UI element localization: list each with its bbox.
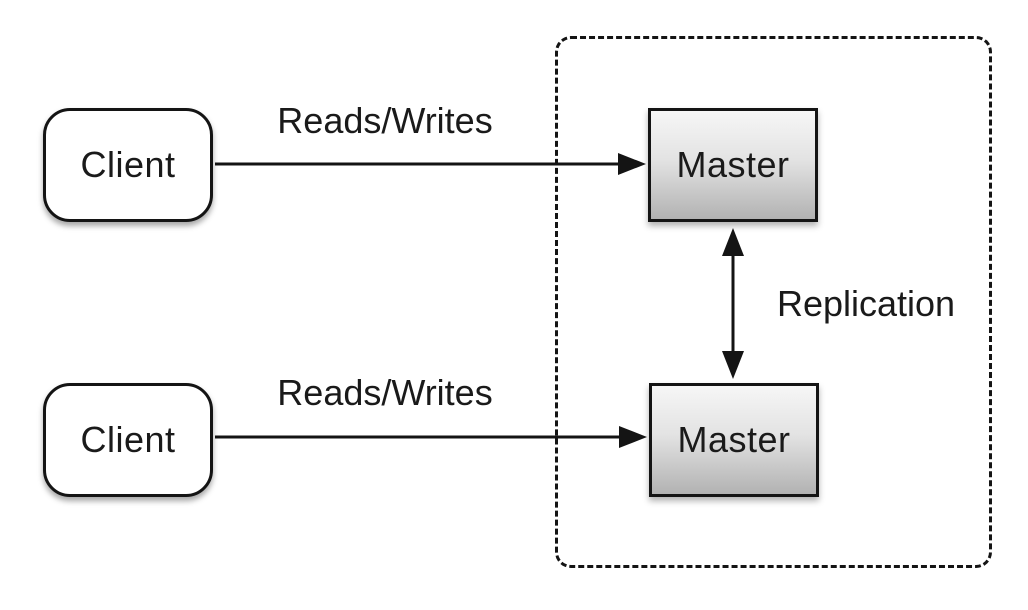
node-master-top: Master bbox=[648, 108, 818, 222]
edge-label-replication: Replication bbox=[776, 283, 956, 324]
node-master-bottom-label: Master bbox=[677, 419, 791, 460]
edge-label-reads-writes-top: Reads/Writes bbox=[277, 100, 493, 141]
replication-group-boundary bbox=[555, 36, 992, 568]
node-client-bottom-label: Client bbox=[80, 419, 176, 460]
node-client-top-label: Client bbox=[80, 144, 176, 185]
node-master-bottom: Master bbox=[649, 383, 819, 497]
edge-label-reads-writes-bottom: Reads/Writes bbox=[277, 372, 493, 413]
node-master-top-label: Master bbox=[676, 144, 790, 185]
node-client-top: Client bbox=[43, 108, 213, 222]
node-client-bottom: Client bbox=[43, 383, 213, 497]
